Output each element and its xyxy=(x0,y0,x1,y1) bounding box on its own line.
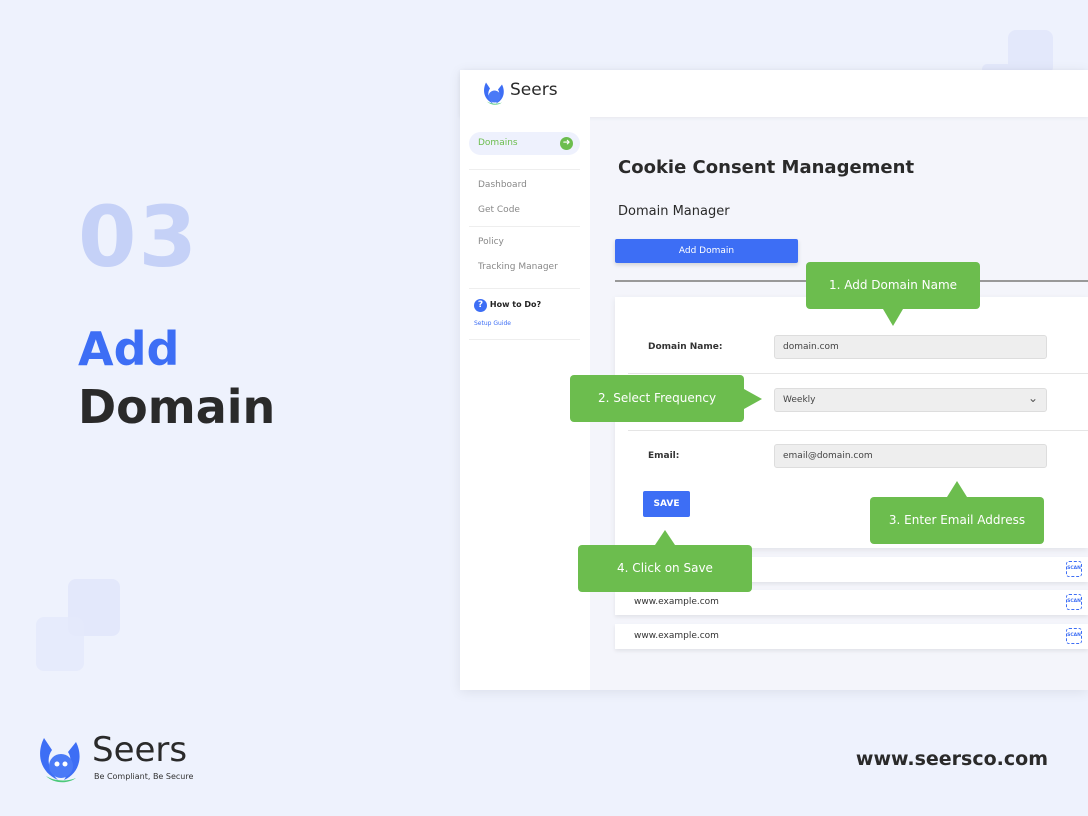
domain-name-input[interactable]: domain.com xyxy=(774,335,1047,359)
sidebar-item-domains[interactable]: Domains ➜ xyxy=(469,132,580,155)
app-window: Seers Domains ➜ Dashboard Get Code Polic… xyxy=(460,70,1088,690)
email-input[interactable]: email@domain.com xyxy=(774,444,1047,468)
page-title: Cookie Consent Management xyxy=(618,157,915,178)
domain-row: www.example.com SCAN xyxy=(615,590,1088,615)
callout-pointer xyxy=(883,309,903,326)
sidebar-item-get-code[interactable]: Get Code xyxy=(478,205,520,215)
sidebar-item-policy[interactable]: Policy xyxy=(478,237,504,247)
decor-square xyxy=(36,617,84,671)
frequency-value: Weekly xyxy=(783,395,816,405)
website-url[interactable]: www.seersco.com xyxy=(855,748,1048,770)
section-title: Domain Manager xyxy=(618,204,730,219)
domain-url: www.example.com xyxy=(634,597,719,607)
sidebar-item-dashboard[interactable]: Dashboard xyxy=(478,180,527,190)
divider xyxy=(628,373,1088,374)
owl-logo-icon xyxy=(484,82,504,105)
title-line-1: Add xyxy=(78,322,180,376)
divider xyxy=(469,339,580,340)
add-domain-button[interactable]: Add Domain xyxy=(615,239,798,263)
domain-url: www.example.com xyxy=(634,631,719,641)
callout-pointer xyxy=(655,530,675,545)
save-button[interactable]: SAVE xyxy=(643,491,690,517)
email-label: Email: xyxy=(648,451,680,461)
divider xyxy=(469,169,580,170)
owl-logo-icon xyxy=(40,738,80,783)
scan-icon[interactable]: SCAN xyxy=(1066,561,1082,577)
callout-pointer xyxy=(744,389,762,409)
sidebar-item-label: Domains xyxy=(478,138,518,148)
scan-icon[interactable]: SCAN xyxy=(1066,594,1082,610)
help-section[interactable]: ? How to Do? xyxy=(474,299,541,312)
scan-icon[interactable]: SCAN xyxy=(1066,628,1082,644)
decor-square xyxy=(982,64,1012,74)
divider xyxy=(628,430,1088,431)
frequency-select[interactable]: Weekly ⌄ xyxy=(774,388,1047,412)
add-domain-form: Domain Name: domain.com Weekly ⌄ Email: … xyxy=(615,297,1088,548)
app-logo-text: Seers xyxy=(510,80,558,100)
step-number: 03 xyxy=(78,188,199,286)
setup-guide-link[interactable]: Setup Guide xyxy=(474,320,511,327)
callout-click-save: 4. Click on Save xyxy=(578,545,752,592)
question-icon: ? xyxy=(474,299,487,312)
divider xyxy=(469,226,580,227)
callout-enter-email: 3. Enter Email Address xyxy=(870,497,1044,544)
brand-name: Seers xyxy=(92,730,188,770)
domain-row: www.example.com SCAN xyxy=(615,624,1088,649)
domain-name-label: Domain Name: xyxy=(648,342,723,352)
app-header: Seers xyxy=(460,70,1088,117)
help-title: How to Do? xyxy=(489,300,542,309)
callout-add-domain-name: 1. Add Domain Name xyxy=(806,262,980,309)
decor-square xyxy=(1008,30,1053,75)
divider xyxy=(469,288,580,289)
brand-logo: Seers Be Compliant, Be Secure xyxy=(36,730,193,786)
title-line-2: Domain xyxy=(78,380,276,434)
sidebar: Domains ➜ Dashboard Get Code Policy Trac… xyxy=(460,117,590,690)
callout-pointer xyxy=(947,481,967,497)
arrow-right-icon: ➜ xyxy=(560,137,573,150)
brand-tagline: Be Compliant, Be Secure xyxy=(94,772,194,781)
sidebar-item-tracking-manager[interactable]: Tracking Manager xyxy=(478,262,558,272)
callout-select-frequency: 2. Select Frequency xyxy=(570,375,744,422)
chevron-down-icon: ⌄ xyxy=(1027,391,1038,405)
